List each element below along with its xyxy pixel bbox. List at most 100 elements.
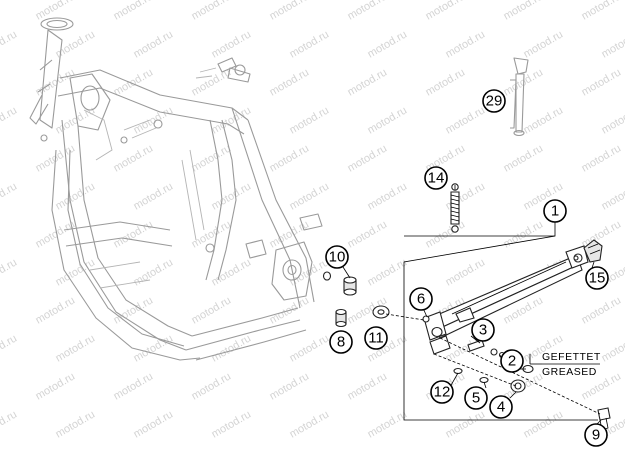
callout-9-label: 9 [592, 427, 600, 444]
watermark-text: motod.ru [444, 256, 488, 288]
callout-14: 14 [424, 166, 448, 190]
watermark-text: motod.ru [112, 294, 156, 326]
watermark-text: motod.ru [112, 66, 156, 98]
watermark-text: motod.ru [0, 332, 19, 364]
motorcycle-frame-drawing [29, 17, 323, 361]
watermark-text: motod.ru [34, 294, 78, 326]
watermark-text: motod.ru [268, 142, 312, 174]
callout-14-label: 14 [428, 170, 445, 187]
watermark-text: motod.ru [132, 28, 176, 60]
watermark-text: motod.ru [0, 28, 19, 60]
watermark-text: motod.ru [366, 28, 410, 60]
watermark-text: motod.ru [424, 218, 468, 250]
watermark-text: motod.ru [502, 0, 546, 23]
watermark-text: motod.ru [54, 408, 98, 440]
watermark-text: motod.ru [132, 408, 176, 440]
side-stand-drawing [422, 239, 611, 431]
watermark-text: motod.ru [424, 0, 468, 23]
watermark-text: motod.ru [132, 256, 176, 288]
watermark-text: motod.ru [580, 66, 624, 98]
watermark-text: motod.ru [190, 142, 234, 174]
watermark-text: motod.ru [190, 370, 234, 402]
watermark-text: motod.ru [112, 0, 156, 23]
watermark-layer: motod.ru motod.ru motod.ru motod.ru motod.ru… [0, 0, 625, 441]
watermark-text: motod.ru [522, 28, 566, 60]
watermark-text: motod.ru [132, 180, 176, 212]
watermark-text: motod.ru [0, 104, 19, 136]
watermark-text: motod.ru [580, 142, 624, 174]
callout-11: 11 [364, 326, 388, 350]
watermark-text: motod.ru [288, 28, 332, 60]
watermark-text: motod.ru [210, 256, 254, 288]
callout-4-label: 4 [497, 399, 505, 416]
callout-3: 3 [471, 318, 495, 342]
part-29-bracket-drawing [510, 57, 529, 137]
watermark-text: motod.ru [444, 104, 488, 136]
watermark-text: motod.ru [288, 408, 332, 440]
watermark-text: motod.ru [522, 104, 566, 136]
watermark-text: motod.ru [444, 180, 488, 212]
watermark-text: motod.ru [288, 332, 332, 364]
watermark-text: motod.ru [580, 0, 624, 23]
callout-5: 5 [464, 386, 488, 410]
watermark-text: motod.ru [346, 370, 390, 402]
watermark-text: motod.ru [210, 408, 254, 440]
watermark-text: motod.ru [0, 180, 19, 212]
watermark-text: motod.ru [0, 256, 19, 288]
watermark-text: motod.ru [0, 408, 19, 440]
watermark-text: motod.ru [34, 0, 78, 23]
callout-11-label: 11 [368, 330, 384, 347]
watermark-text: motod.ru [346, 66, 390, 98]
watermark-text: motod.ru [502, 142, 546, 174]
watermark-text: motod.ru [366, 408, 410, 440]
watermark-text: motod.ru [34, 370, 78, 402]
watermark-text: motod.ru [346, 218, 390, 250]
callout-15: 15 [585, 266, 609, 290]
greased-note: GEFETTET GREASED [529, 351, 601, 378]
watermark-text: motod.ru [444, 408, 488, 440]
watermark-text: motod.ru [268, 370, 312, 402]
callout-9: 9 [584, 423, 608, 447]
watermark-text: motod.ru [502, 218, 546, 250]
callout-29: 29 [482, 89, 506, 113]
greased-label-en: GREASED [542, 366, 597, 378]
watermark-text: motod.ru [54, 332, 98, 364]
small-hardware-drawing [322, 271, 390, 328]
watermark-text: motod.ru [112, 142, 156, 174]
greased-label-de: GEFETTET [542, 351, 601, 363]
callout-2: 2 [500, 349, 524, 373]
watermark-text: motod.ru [424, 66, 468, 98]
watermark-text: motod.ru [346, 0, 390, 23]
callout-8-label: 8 [337, 334, 345, 351]
watermark-text: motod.ru [366, 104, 410, 136]
callout-5-label: 5 [472, 390, 480, 407]
watermark-text: motod.ru [288, 104, 332, 136]
watermark-text: motod.ru [268, 66, 312, 98]
callout-1: 1 [543, 199, 567, 223]
callout-10-label: 10 [329, 249, 346, 266]
callout-15-label: 15 [589, 270, 606, 287]
watermark-text: motod.ru [112, 218, 156, 250]
callout-29-label: 29 [486, 93, 503, 110]
watermark-text: motod.ru [268, 0, 312, 23]
callout-4: 4 [489, 395, 513, 419]
watermark-text: motod.ru [112, 370, 156, 402]
watermark-text: motod.ru [210, 28, 254, 60]
watermark-text: motod.ru [190, 0, 234, 23]
watermark-text: motod.ru [600, 28, 625, 60]
callout-8: 8 [329, 330, 353, 354]
watermark-text: motod.ru [580, 294, 624, 326]
watermark-text: motod.ru [600, 180, 625, 212]
watermark-text: motod.ru [54, 180, 98, 212]
watermark-text: motod.ru [210, 104, 254, 136]
watermark-text: motod.ru [190, 66, 234, 98]
watermark-text: motod.ru [366, 180, 410, 212]
watermark-text: motod.ru [366, 256, 410, 288]
callout-6-label: 6 [417, 291, 425, 308]
watermark-text: motod.ru [190, 294, 234, 326]
callout-6: 6 [409, 287, 433, 311]
callout-2-label: 2 [508, 353, 516, 370]
callout-1-label: 1 [551, 203, 559, 220]
watermark-text: motod.ru [600, 104, 625, 136]
